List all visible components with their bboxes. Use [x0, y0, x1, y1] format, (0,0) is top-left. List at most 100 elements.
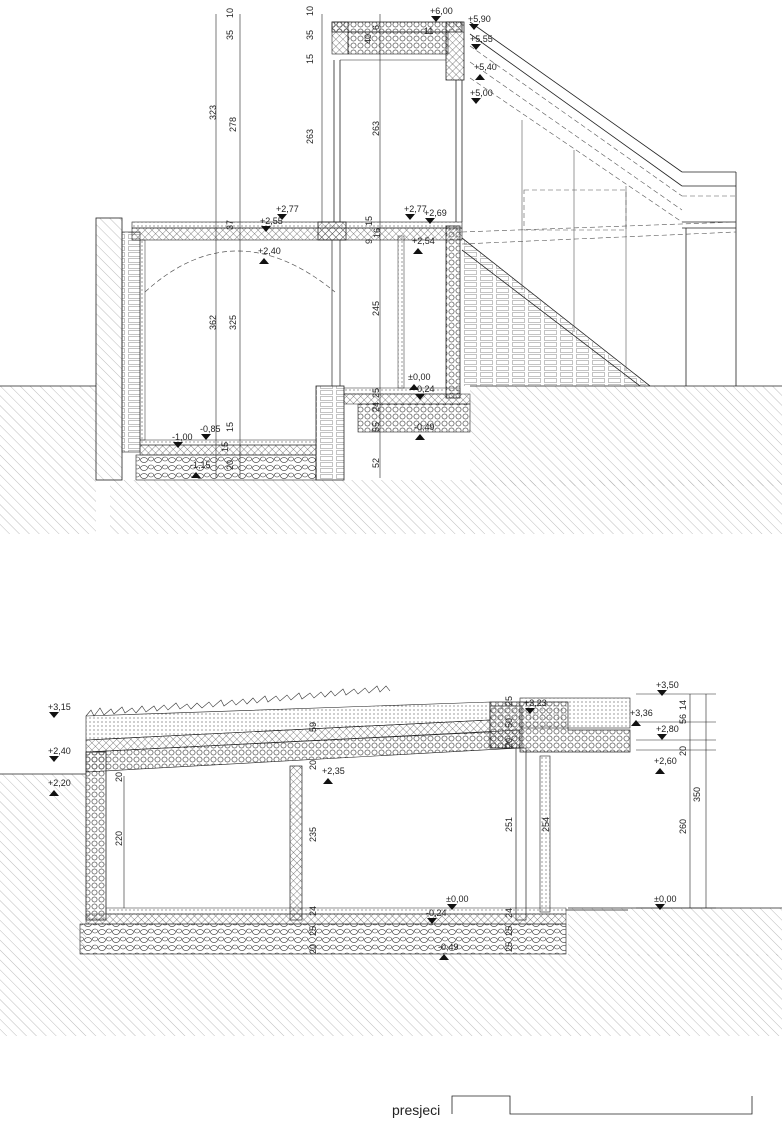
dimension-label: 20	[308, 760, 318, 770]
ground-2-bottom	[86, 954, 782, 1036]
level-marker-icon	[657, 690, 667, 696]
level-label: +2,77	[404, 204, 427, 214]
dimension-label: 35	[225, 30, 235, 40]
dimension-label: 20	[308, 944, 318, 954]
section-2	[0, 685, 782, 1036]
dimension-label: 278	[228, 117, 238, 132]
level-marker-icon	[655, 768, 665, 774]
dimension-label: 6	[371, 25, 381, 30]
level-label: -0,49	[438, 942, 459, 952]
title-frame	[451, 1095, 753, 1115]
dimension-label: 37	[225, 220, 235, 230]
level-marker-icon	[49, 756, 59, 762]
left-wall-2	[85, 751, 107, 921]
dimension-label: 10	[305, 6, 315, 16]
vault-arch	[144, 250, 336, 293]
level-label: +5,40	[474, 62, 497, 72]
drawing-title: presjeci	[392, 1102, 440, 1118]
level-marker-icon	[49, 712, 59, 718]
middle-wall	[315, 385, 345, 481]
left-wall-stone	[121, 231, 141, 453]
dimension-label: 15	[305, 54, 315, 64]
level-label: +3,23	[524, 698, 547, 708]
upper-slab	[131, 221, 463, 229]
dimension-label: 350	[692, 787, 702, 802]
grass-line	[85, 685, 391, 717]
level-label: ±0,00	[654, 894, 676, 904]
level-label: +3,36	[630, 708, 653, 718]
right-post-2	[515, 747, 527, 921]
dimension-label: 52	[371, 458, 381, 468]
level-label: +5,90	[468, 14, 491, 24]
dimension-label: 325	[228, 315, 238, 330]
ground-right	[470, 386, 782, 486]
level-label: +2,60	[654, 756, 677, 766]
level-marker-icon	[525, 708, 535, 714]
level-label: +6,00	[430, 6, 453, 16]
dimension-label: 245	[371, 301, 381, 316]
dimension-label: 9	[364, 239, 374, 244]
dimension-label: 20	[114, 772, 124, 782]
level-marker-icon	[469, 24, 479, 30]
dimension-label: 20	[504, 738, 514, 748]
level-marker-icon	[657, 734, 667, 740]
ground-middle	[110, 480, 782, 534]
stair-line-2	[461, 249, 641, 387]
dimension-label: 24	[504, 908, 514, 918]
dimension-label: 25	[371, 388, 381, 398]
step-floor	[343, 387, 461, 395]
middle-column-2	[289, 765, 303, 921]
dimension-label: 263	[305, 129, 315, 144]
dimension-label: 16	[372, 228, 382, 238]
level-label: +2,54	[412, 236, 435, 246]
dimension-label: 362	[208, 315, 218, 330]
section-1	[0, 14, 782, 534]
level-label: ±0,00	[446, 894, 468, 904]
level-marker-icon	[431, 16, 441, 22]
level-label: +3,50	[656, 680, 679, 690]
skylight-beam	[445, 21, 465, 81]
level-marker-icon	[447, 904, 457, 910]
roof-beam	[489, 705, 523, 749]
upper-slab-structure	[131, 227, 463, 241]
dimension-label: 25	[504, 696, 514, 706]
level-marker-icon	[409, 384, 419, 390]
dimension-label: 15	[225, 422, 235, 432]
dimension-label: 323	[208, 105, 218, 120]
level-marker-icon	[201, 434, 211, 440]
dimension-label: 20	[678, 746, 688, 756]
level-label: +2,55	[260, 216, 283, 226]
level-label: -0,24	[426, 908, 447, 918]
level-label: -0,24	[414, 384, 435, 394]
dimension-label: 220	[114, 831, 124, 846]
foundation-2	[79, 923, 567, 955]
stair-line-1	[461, 237, 651, 387]
level-label: +2,77	[276, 204, 299, 214]
title-block: presjeci	[392, 1095, 753, 1118]
level-label: -0,49	[414, 422, 435, 432]
dimension-label: 251	[504, 817, 514, 832]
dimension-label: 35	[305, 30, 315, 40]
dimension-label: 25	[504, 942, 514, 952]
dimension-label: 59	[308, 722, 318, 732]
dimension-label: 56	[678, 714, 688, 724]
labels: +6,00+5,90+5,55+5,40+5,00+2,77+2,55+2,40…	[48, 6, 702, 960]
dimension-label: 260	[678, 819, 688, 834]
level-label: +3,15	[48, 702, 71, 712]
right-inner-post	[397, 235, 405, 389]
level-marker-icon	[471, 44, 481, 50]
level-marker-icon	[425, 218, 435, 224]
dimension-label: 55	[371, 422, 381, 432]
level-marker-icon	[173, 442, 183, 448]
level-label: -1,00	[172, 432, 193, 442]
ground-2-right	[568, 908, 782, 956]
level-marker-icon	[471, 98, 481, 104]
level-label: +2,35	[322, 766, 345, 776]
level-marker-icon	[415, 434, 425, 440]
ground-2-left	[0, 774, 86, 1036]
level-label: +2,69	[424, 208, 447, 218]
level-marker-icon	[415, 394, 425, 400]
level-marker-icon	[413, 248, 423, 254]
floor-2	[105, 907, 567, 915]
level-label: +2,80	[656, 724, 679, 734]
